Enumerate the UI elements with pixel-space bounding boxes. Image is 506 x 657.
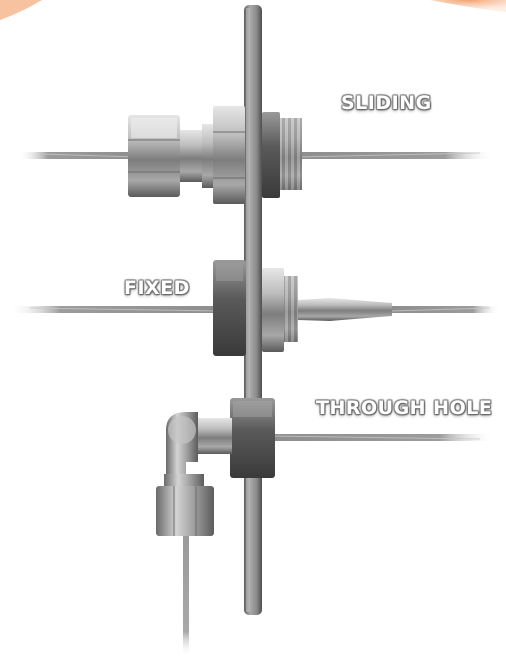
down-wire (183, 530, 189, 657)
top-left-accent (0, 0, 42, 20)
sliding-wire-right (298, 152, 494, 159)
through-hole-fitting (156, 398, 275, 536)
top-right-accent (430, 0, 506, 12)
label-fixed: FIXED (124, 277, 190, 299)
sliding-fitting (128, 106, 302, 204)
fixed-fitting (213, 260, 392, 356)
label-sliding: SLIDING (341, 92, 432, 114)
label-through-hole: THROUGH HOLE (316, 397, 493, 419)
